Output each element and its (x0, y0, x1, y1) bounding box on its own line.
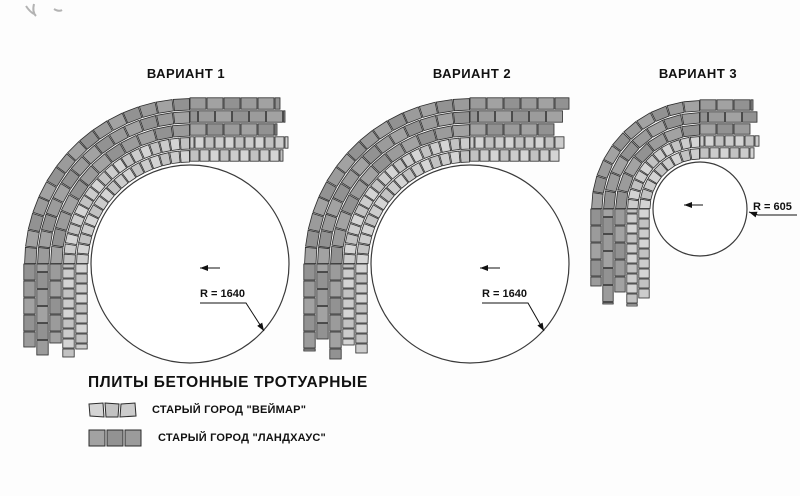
variant-2-title: ВАРИАНТ 2 (432, 66, 512, 81)
variant-1-radius-label: R = 1640 (200, 288, 245, 300)
legend-item-landhaus: СТАРЫЙ ГОРОД "ЛАНДХАУС" (88, 428, 368, 448)
variant-3-title: ВАРИАНТ 3 (658, 66, 738, 81)
legend-heading: ПЛИТЫ БЕТОННЫЕ ТРОТУАРНЫЕ (88, 374, 368, 391)
variant-1-title: ВАРИАНТ 1 (146, 66, 226, 81)
landhaus-tiles-swatch-icon (88, 429, 142, 447)
variant-2-radius-label: R = 1640 (482, 288, 527, 300)
legend-item-veimar-label: СТАРЫЙ ГОРОД "ВЕЙМАР" (152, 404, 307, 416)
legend-item-veimar: СТАРЫЙ ГОРОД "ВЕЙМАР" (88, 401, 368, 419)
variant-3-radius-label: R = 605 (753, 201, 792, 213)
veimar-tiles-swatch-icon (88, 402, 137, 418)
legend-item-landhaus-label: СТАРЫЙ ГОРОД "ЛАНДХАУС" (158, 432, 326, 444)
legend: ПЛИТЫ БЕТОННЫЕ ТРОТУАРНЫЕ СТАРЫЙ ГОРОД "… (88, 374, 368, 448)
